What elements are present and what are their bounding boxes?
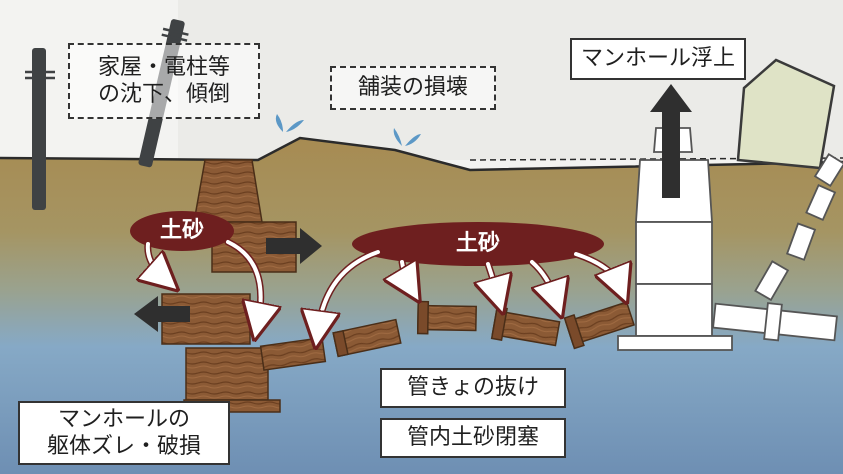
right-manhole-floating [617, 127, 733, 351]
label-soil-left: 土砂 [159, 218, 204, 244]
utility-pole-left [25, 48, 55, 210]
sky-panel [178, 0, 843, 160]
label-manhole-float: マンホール浮上 [570, 38, 746, 80]
label-manhole-body-damage: マンホールの 躯体ズレ・破損 [18, 401, 230, 465]
water-spray-1 [275, 114, 304, 132]
soil-flow-arrows-fill [148, 240, 620, 330]
arrow-left-displacement [134, 296, 190, 332]
house-tilted [736, 58, 836, 170]
soil-ellipse-center [352, 222, 604, 266]
arrow-up-float [650, 84, 692, 198]
pipe-segments [259, 300, 635, 371]
right-pipe-segments [712, 152, 843, 342]
soil-ellipse-left [130, 211, 234, 251]
label-pipe-soil-blockage: 管内土砂閉塞 [380, 418, 566, 458]
label-pipe-joint-pullout: 管きょの抜け [380, 368, 566, 408]
label-house-pole-sink: 家屋・電柱等 の沈下、傾倒 [68, 43, 260, 119]
water-spray-2 [393, 128, 421, 146]
arrow-right-displacement [266, 228, 322, 264]
label-soil-center: 土砂 [455, 231, 500, 257]
label-pavement-damage: 舗装の損壊 [330, 66, 496, 110]
